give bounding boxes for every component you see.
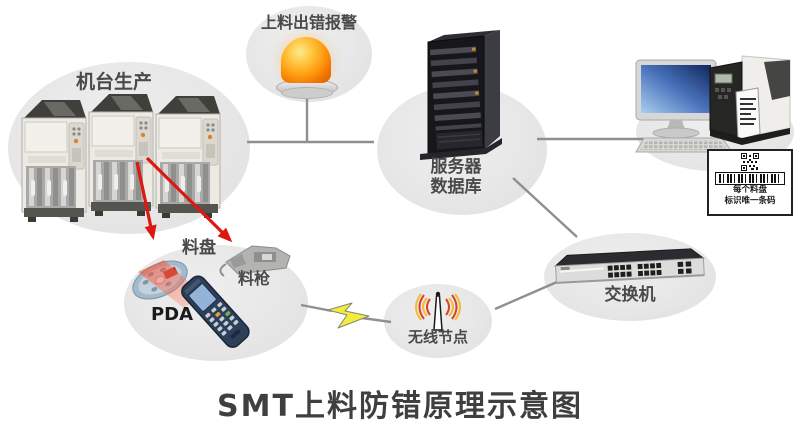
machines-label: 机台生产 xyxy=(75,71,152,93)
wireless-label: 无线节点 xyxy=(407,328,468,346)
barcode-card: 每个料盘 标识唯一条码 xyxy=(707,149,793,216)
pda-cluster xyxy=(132,245,291,348)
switch-label: 交换机 xyxy=(604,285,656,305)
barcode-icon xyxy=(715,172,785,185)
diagram-title: SMT上料防错原理示意图 xyxy=(217,389,583,424)
antenna-icon xyxy=(414,291,462,331)
gun-label: 料枪 xyxy=(237,269,270,288)
server-tower-icon xyxy=(420,30,502,160)
barcode-card-line1: 每个料盘 xyxy=(732,185,767,195)
desktop-monitor-icon xyxy=(635,59,733,153)
smt-machine-icon xyxy=(21,93,221,223)
tray-label: 料盘 xyxy=(182,238,216,258)
pda-label: PDA xyxy=(150,304,194,325)
lightning-bolt-icon xyxy=(327,302,370,329)
alarm-beacon-icon xyxy=(281,37,331,83)
alarm-beacon-base2 xyxy=(281,87,333,99)
pda-handheld-icon xyxy=(181,275,250,348)
server-label-line2: 数据库 xyxy=(430,177,482,197)
qr-code-icon xyxy=(741,153,759,171)
barcode-card-line2: 标识唯一条码 xyxy=(724,196,776,207)
network-switch-icon xyxy=(554,248,705,284)
label-printer-icon xyxy=(709,55,791,145)
alarm-label: 上料出错报警 xyxy=(260,13,357,32)
server-label-line1: 服务器 xyxy=(430,157,482,177)
feeder-gun-icon xyxy=(219,245,291,277)
